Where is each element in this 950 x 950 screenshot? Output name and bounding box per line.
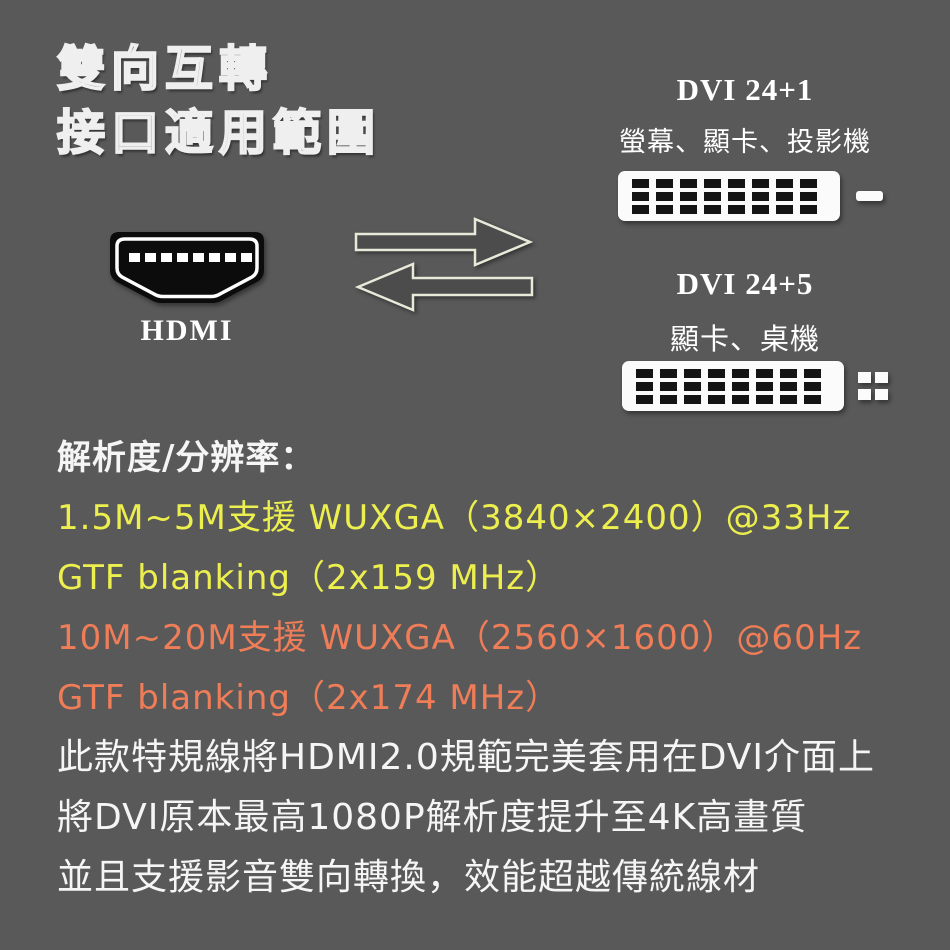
dvi-24-1-connector-icon — [618, 171, 883, 221]
arrow-left-icon — [354, 262, 534, 312]
spec-line-3: 10M~20M支援 WUXGA（2560×1600）@60Hz — [57, 618, 863, 658]
spec-line-1: 1.5M~5M支援 WUXGA（3840×2400）@33Hz — [57, 498, 852, 538]
dvi-blade — [856, 191, 883, 201]
description-line-3: 並且支援影音雙向轉換，效能超越傳統線材 — [57, 857, 761, 898]
title-line-1: 雙向互轉 — [56, 42, 274, 97]
dvi-24-1-subtitle: 螢幕、顯卡、投影機 — [619, 127, 871, 157]
dvi-24-1-title: DVI 24+1 — [676, 72, 814, 107]
dvi-24-5-title: DVI 24+5 — [676, 266, 814, 301]
arrow-right-icon — [354, 217, 534, 267]
dvi-24-5-subtitle: 顯卡、桌機 — [669, 324, 820, 356]
dvi-analog-pins — [858, 372, 888, 400]
description-line-1: 此款特規線將HDMI2.0規範完美套用在DVI介面上 — [57, 737, 876, 778]
spec-line-2: GTF blanking（2x159 MHz） — [57, 558, 561, 598]
title-line-2: 接口適用範圍 — [56, 106, 382, 161]
page-title: 雙向互轉 接口適用範圍 — [56, 38, 382, 166]
dvi-24-5-connector-icon — [622, 361, 888, 411]
hdmi-pin-row — [129, 253, 252, 262]
hdmi-connector-icon — [110, 232, 264, 303]
description-line-2: 將DVI原本最高1080P解析度提升至4K高畫質 — [57, 797, 808, 838]
spec-section: 解析度/分辨率： 1.5M~5M支援 WUXGA（3840×2400）@33Hz… — [57, 428, 907, 908]
hdmi-label: HDMI — [140, 314, 234, 347]
spec-line-4: GTF blanking（2x174 MHz） — [57, 678, 561, 718]
bidirectional-arrows-icon — [354, 217, 534, 312]
spec-heading: 解析度/分辨率： — [57, 438, 316, 478]
